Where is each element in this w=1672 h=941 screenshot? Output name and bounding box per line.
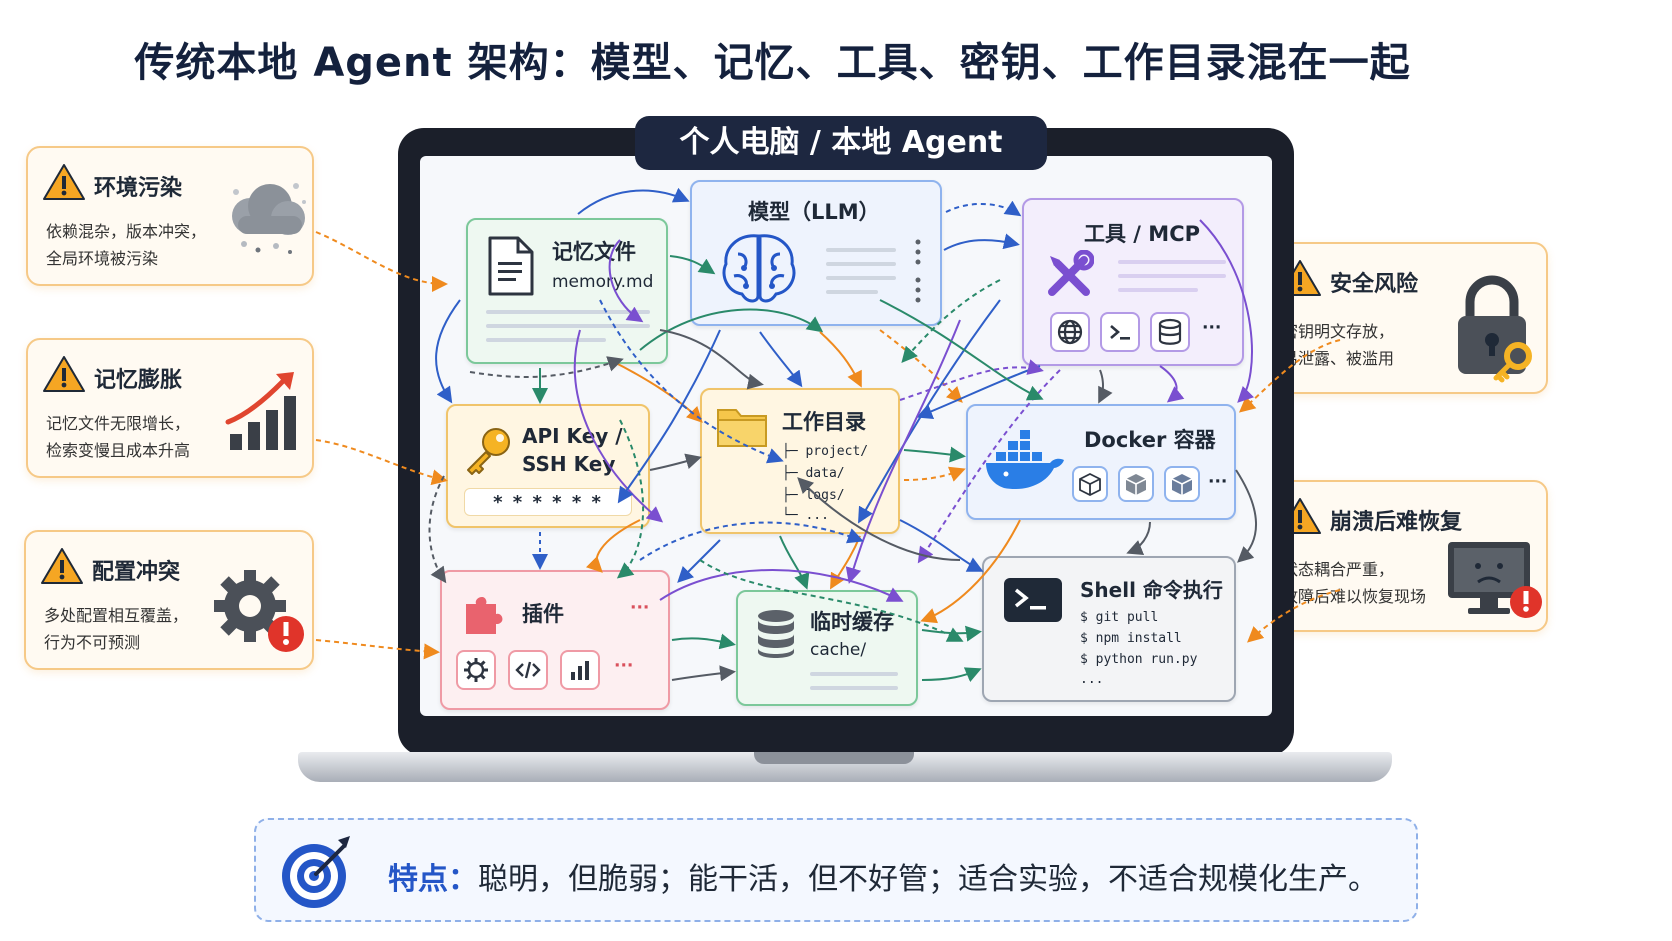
card-desc-line: 依赖混杂，版本冲突，: [46, 222, 207, 241]
more-vertical-icon: [915, 239, 921, 303]
api-key-title: API Key /: [522, 424, 623, 448]
card-environment-pollution: 环境污染 依赖混杂，版本冲突， 全局环境被污染: [26, 146, 314, 286]
temp-cache-box: 临时缓存 cache/: [736, 590, 918, 706]
warning-icon: [43, 164, 85, 200]
container-cube-icon: [1118, 466, 1154, 502]
docker-whale-icon: [986, 430, 1064, 490]
llm-title: 模型（LLM）: [748, 200, 880, 224]
page-title: 传统本地 Agent 架构：模型、记忆、工具、密钥、工作目录混在一起: [134, 40, 1411, 86]
shell-command: $ python run.py: [1080, 652, 1198, 667]
warning-icon: [43, 356, 85, 392]
tools-more: ···: [1202, 318, 1222, 338]
tools-title: 工具 / MCP: [1084, 222, 1200, 246]
card-desc-line: 密钥明文存放，: [1282, 322, 1395, 341]
cache-dir: cache/: [810, 640, 867, 660]
database-icon: [1150, 312, 1190, 352]
card-title: 记忆膨胀: [94, 368, 183, 393]
docker-title: Docker 容器: [1084, 428, 1216, 452]
gear-alert-icon: [214, 570, 304, 652]
plugin-title: 插件: [522, 602, 564, 626]
card-desc-line: 状态耦合严重，: [1282, 560, 1395, 579]
card-desc-line: 记忆文件无限增长，: [46, 414, 191, 433]
tree-line: ├─ logs/: [782, 488, 845, 503]
padlock-icon: [1458, 275, 1532, 383]
memory-file-name: memory.md: [552, 272, 654, 292]
warning-icon: [41, 548, 83, 584]
card-desc-line: 故障后难以恢复现场: [1282, 587, 1427, 606]
cache-title: 临时缓存: [810, 610, 894, 634]
shell-exec-box: Shell 命令执行 $ git pull $ npm install $ py…: [982, 556, 1236, 702]
terminal-icon: [1100, 312, 1140, 352]
tree-line: ├─ data/: [782, 466, 845, 481]
tree-line: └─ ...: [782, 508, 829, 523]
card-desc-line: 易泄露、被滥用: [1282, 349, 1395, 368]
memory-file-title: 记忆文件: [552, 240, 636, 264]
laptop-label: 个人电脑 / 本地 Agent: [635, 116, 1047, 170]
docker-container-box: Docker 容器 ···: [966, 404, 1236, 520]
code-icon: [508, 650, 548, 690]
memory-file-box: 记忆文件 memory.md: [466, 218, 668, 364]
crashed-monitor-icon: [1448, 542, 1542, 618]
tools-mcp-box: 工具 / MCP ···: [1022, 198, 1244, 366]
shell-title: Shell 命令执行: [1080, 578, 1223, 602]
plugin-more: ···: [630, 598, 650, 618]
puzzle-icon: [466, 597, 503, 634]
api-key-box: API Key / SSH Key * * * * * *: [446, 404, 650, 528]
growth-chart-icon: [225, 372, 296, 450]
card-desc-line: 多处配置相互覆盖，: [44, 606, 189, 625]
card-desc-line: 行为不可预测: [44, 633, 141, 652]
plugin-more: ···: [614, 656, 634, 676]
container-cube-icon: [1164, 466, 1200, 502]
shell-command: $ npm install: [1080, 631, 1182, 646]
card-memory-bloat: 记忆膨胀 记忆文件无限增长， 检索变慢且成本升高: [26, 338, 314, 478]
smoke-cloud-icon: [232, 183, 306, 254]
gear-icon: [456, 650, 496, 690]
globe-icon: [1050, 312, 1090, 352]
masked-key-field: * * * * * *: [464, 488, 632, 516]
card-title: 安全风险: [1330, 272, 1419, 297]
card-title: 环境污染: [94, 176, 183, 201]
laptop-notch: [754, 752, 914, 764]
plugin-box: 插件 ··· ···: [440, 570, 670, 710]
brain-icon: [722, 234, 796, 303]
llm-model-box: 模型（LLM）: [690, 180, 942, 326]
card-desc-line: 全局环境被污染: [46, 249, 159, 268]
card-title: 配置冲突: [92, 560, 181, 585]
banner-label: 特点：: [388, 862, 478, 897]
terminal-icon: [1004, 578, 1062, 622]
folder-icon: [717, 409, 767, 447]
document-icon: [488, 236, 534, 296]
wrench-screwdriver-icon: [1048, 250, 1094, 296]
docker-more: ···: [1208, 472, 1228, 492]
working-directory-box: 工作目录 ├─ project/ ├─ data/ ├─ logs/ └─ ..…: [700, 388, 900, 534]
database-icon: [758, 610, 794, 658]
working-dir-title: 工作目录: [782, 410, 866, 434]
shell-command: $ git pull: [1080, 610, 1159, 625]
container-cube-icon: [1072, 466, 1108, 502]
card-desc-line: 检索变慢且成本升高: [46, 441, 191, 460]
key-icon: [467, 428, 510, 475]
ssh-key-title: SSH Key: [522, 452, 616, 476]
card-title: 崩溃后难恢复: [1330, 510, 1463, 535]
bar-chart-icon: [560, 650, 600, 690]
card-security-risk: 安全风险 密钥明文存放， 易泄露、被滥用: [1262, 242, 1548, 394]
banner-text: 聪明，但脆弱；能干活，但不好管；适合实验，不适合规模化生产。: [478, 862, 1378, 897]
target-icon: [282, 836, 350, 908]
card-config-conflict: 配置冲突 多处配置相互覆盖， 行为不可预测: [24, 530, 314, 670]
card-crash-recovery: 崩溃后难恢复 状态耦合严重， 故障后难以恢复现场: [1262, 480, 1548, 632]
summary-banner: 特点：聪明，但脆弱；能干活，但不好管；适合实验，不适合规模化生产。: [254, 818, 1418, 922]
shell-command: ...: [1080, 672, 1104, 687]
tree-line: ├─ project/: [782, 444, 869, 459]
